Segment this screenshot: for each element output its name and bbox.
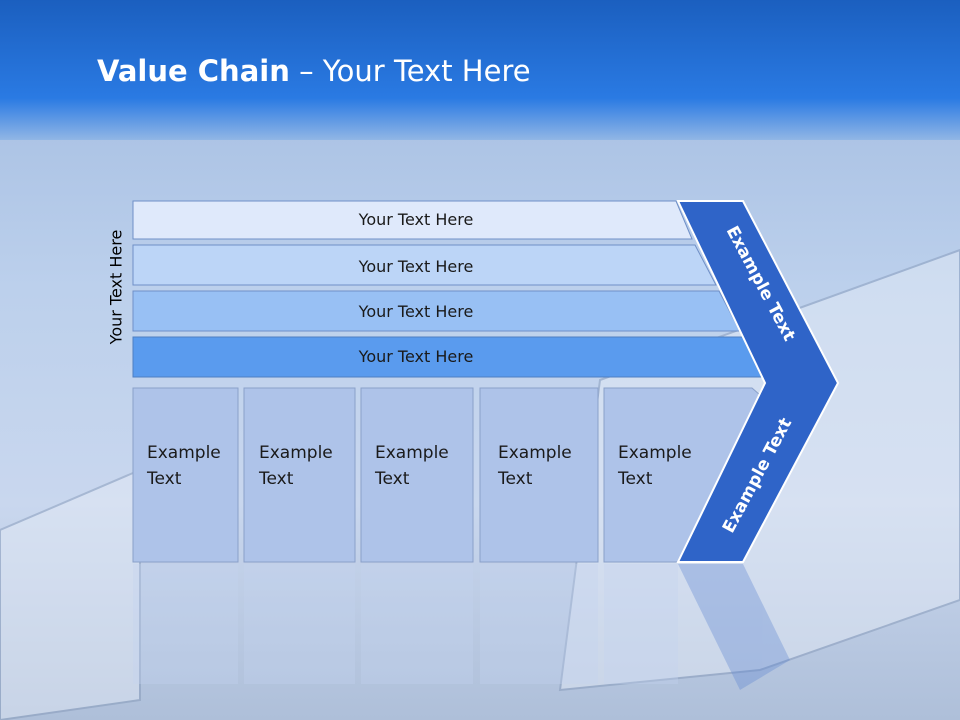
box-4[interactable] (479, 387, 599, 563)
title-rest: – Your Text Here (289, 54, 531, 88)
row-4-label: Your Text Here (358, 347, 474, 366)
box-3-line1: Example (375, 443, 449, 463)
title-bold: Value Chain (97, 54, 290, 88)
row-1-label: Your Text Here (358, 210, 474, 229)
box-4-line2: Text (497, 469, 533, 489)
box-3[interactable] (360, 387, 474, 563)
header-band (0, 0, 960, 140)
box-2[interactable] (243, 387, 356, 563)
box-1-line2: Text (146, 469, 182, 489)
slide-title: Value Chain – Your Text Here (97, 54, 531, 88)
row-2-label: Your Text Here (358, 257, 474, 276)
row-2[interactable] (132, 244, 717, 286)
box-3-line2: Text (374, 469, 410, 489)
box-5-line1: Example (618, 443, 692, 463)
chevron-arrow[interactable] (676, 200, 840, 563)
box-4-line1: Example (498, 443, 572, 463)
box-2-line2: Text (258, 469, 294, 489)
box-2-line1: Example (259, 443, 333, 463)
box-5-line2: Text (617, 469, 653, 489)
row-3-label: Your Text Here (358, 302, 474, 321)
box-1-line1: Example (147, 443, 221, 463)
row-1[interactable] (132, 200, 693, 240)
diagram-reflection (133, 564, 790, 690)
box-1[interactable] (132, 387, 239, 563)
